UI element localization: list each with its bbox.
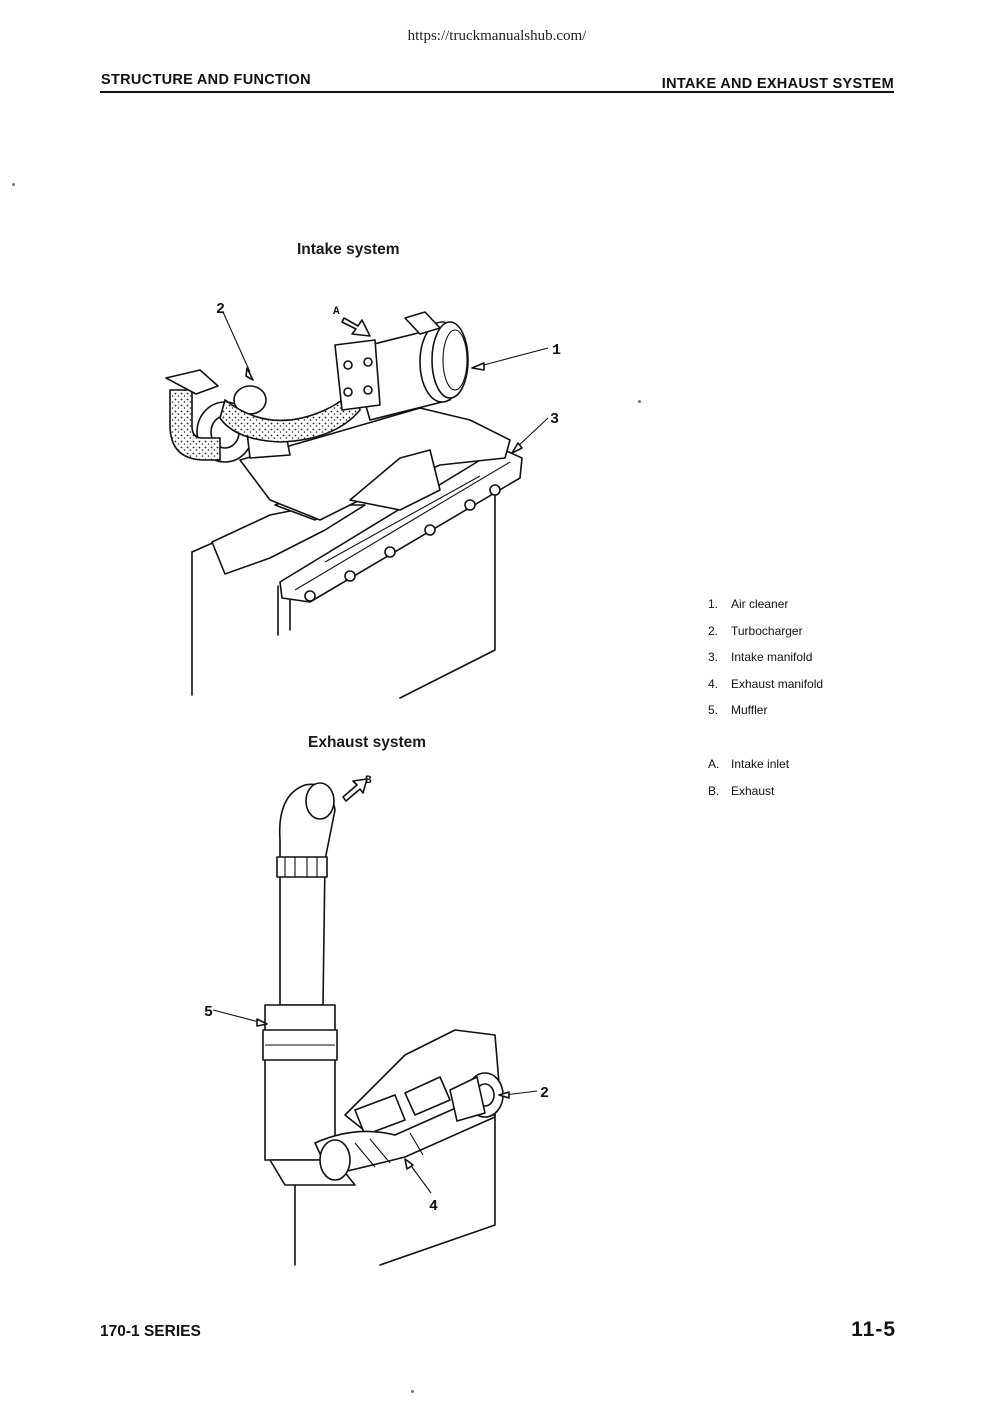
series-label: 170-1 SERIES [100,1323,201,1340]
scan-speck [12,183,15,186]
legend-item: 4.Exhaust manifold [708,677,824,691]
chapter-title: INTAKE AND EXHAUST SYSTEM [661,76,894,92]
exhaust-callout-B: B [365,775,372,787]
air-cleaner [334,311,469,421]
legend-item: 1.Air cleaner [708,597,789,611]
legend-item: 2.Turbocharger [708,624,803,638]
intake-system-diagram: 2 A 1 3 [165,301,561,699]
leader-3 [515,417,549,449]
exhaust-title: Exhaust system [308,734,427,751]
exhaust-arrow [342,778,368,802]
exhaust-system-diagram: B 5 2 4 [204,775,549,1266]
exhaust-callout-5: 5 [204,1004,213,1021]
intake-manifold [239,407,523,603]
scan-speck [638,400,641,403]
source-url: https://truckmanualshub.com/ [407,28,587,44]
legend-item: 5.Muffler [708,703,768,717]
scan-speck [411,1390,414,1393]
leader-5 [212,1009,264,1024]
leader-1 [479,347,549,367]
header-rule [100,91,894,93]
exhaust-callout-2: 2 [540,1085,549,1102]
muffler [262,1004,338,1161]
intake-title: Intake system [297,241,400,258]
page-number: 11-5 [851,1318,896,1341]
intake-callout-2: 2 [216,301,225,318]
turbocharger-exhaust [449,1072,504,1122]
intake-callout-1: 1 [552,342,561,359]
leader-2 [222,311,251,373]
legend-item: 3.Intake manifold [708,650,813,664]
intake-elbow-hose [165,369,221,461]
exhaust-callout-4: 4 [429,1198,438,1215]
leader-2b [504,1090,538,1096]
intake-inlet-arrow [341,317,371,337]
air-hose [219,382,361,443]
legend-item: A.Intake inlet [708,757,790,771]
intake-callout-A: A [333,306,340,318]
exhaust-stack [276,782,336,1006]
legend-item: B.Exhaust [708,784,775,798]
intake-callout-3: 3 [550,411,559,428]
section-title: STRUCTURE AND FUNCTION [101,72,311,88]
leader-4 [408,1162,432,1194]
